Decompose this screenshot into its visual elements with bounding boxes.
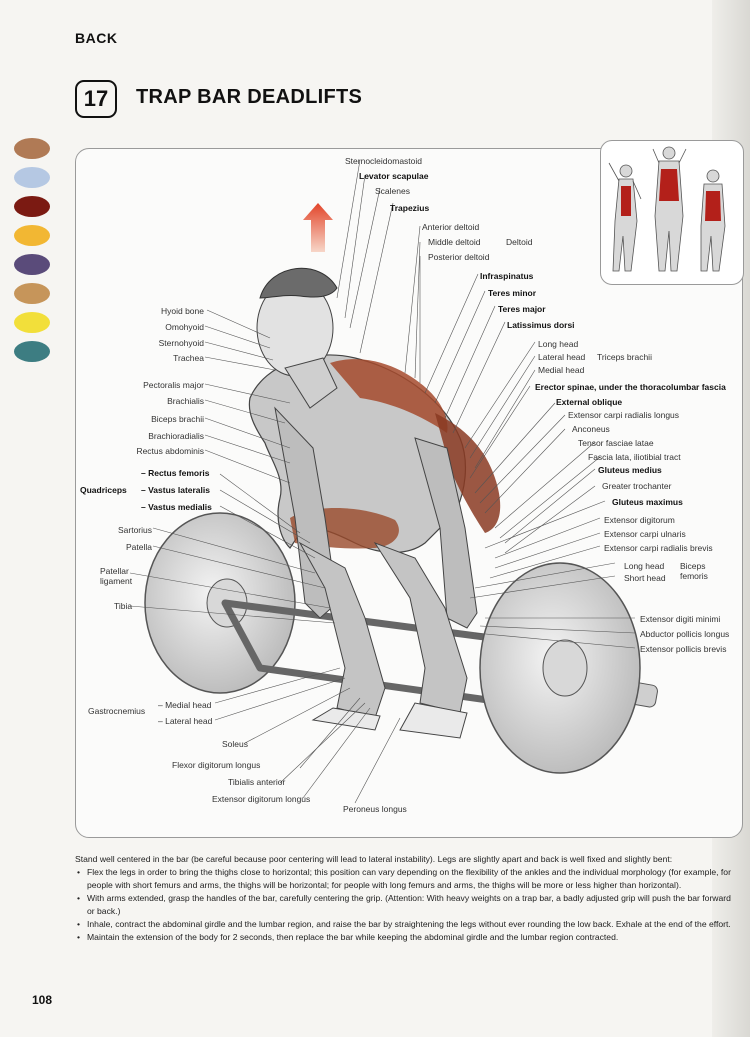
figure-thumbnail-icon (608, 146, 726, 272)
label-scalenes: Scalenes (375, 186, 410, 196)
label-anterior-deltoid: Anterior deltoid (422, 222, 480, 232)
label-tensor-fasciae-latae: Tensor fasciae latae (578, 438, 654, 448)
label-infraspinatus: Infraspinatus (480, 271, 534, 281)
label-biceps-brachii: Biceps brachii (151, 414, 204, 424)
label-extensor-digitorum: Extensor digitorum (604, 515, 675, 525)
label-teres-minor: Teres minor (488, 288, 537, 298)
exercise-instructions: Stand well centered in the bar (be caref… (75, 853, 740, 944)
label-ecu: Extensor carpi ulnaris (604, 529, 686, 539)
color-key-swatch (14, 283, 50, 304)
muscle-color-key (14, 138, 50, 370)
label-rectus-femoris: – Rectus femoris (141, 468, 210, 478)
label-peroneus-longus: Peroneus longus (343, 804, 407, 814)
instructions-intro: Stand well centered in the bar (be caref… (75, 854, 673, 864)
label-gluteus-maximus: Gluteus maximus (612, 497, 683, 507)
label-hyoid-bone: Hyoid bone (160, 306, 204, 316)
color-key-swatch (14, 254, 50, 275)
muscle-highlight-thumbnail (600, 140, 744, 285)
label-bf-short-head: Short head (624, 573, 666, 583)
instruction-step: Flex the legs in order to bring the thig… (77, 866, 740, 892)
page-number: 108 (32, 993, 53, 1007)
label-tibialis-anterior: Tibialis anterior (228, 777, 286, 787)
label-brachioradialis: Brachioradialis (148, 431, 204, 441)
label-extensor-digitorum-longus: Extensor digitorum longus (212, 794, 311, 804)
label-gluteus-medius: Gluteus medius (598, 465, 662, 475)
instruction-step: Maintain the extension of the body for 2… (77, 931, 740, 944)
label-gastrocnemius: Gastrocnemius (88, 706, 146, 716)
label-gastroc-lateral-head: – Lateral head (158, 716, 213, 726)
label-iliotibial-tract: Fascia lata, iliotibial tract (588, 452, 681, 462)
label-levator-scapulae: Levator scapulae (359, 171, 429, 181)
label-triceps-long-head: Long head (538, 339, 579, 349)
label-gastroc-medial-head: – Medial head (158, 700, 212, 710)
label-posterior-deltoid: Posterior deltoid (428, 252, 490, 262)
instruction-step: Inhale, contract the abdominal girdle an… (77, 918, 740, 931)
label-vastus-medialis: – Vastus medialis (141, 502, 212, 512)
label-sternohyoid: Sternohyoid (158, 338, 204, 348)
label-anconeus: Anconeus (572, 424, 610, 434)
label-triceps-medial-head: Medial head (538, 365, 585, 375)
color-key-swatch (14, 167, 50, 188)
instructions-steps: Flex the legs in order to bring the thig… (75, 866, 740, 944)
color-key-swatch (14, 138, 50, 159)
label-latissimus-dorsi: Latissimus dorsi (507, 320, 575, 330)
label-trapezius: Trapezius (390, 203, 430, 213)
label-omohyoid: Omohyoid (165, 322, 204, 332)
label-deltoid: Deltoid (506, 237, 533, 247)
label-bf-long-head: Long head (624, 561, 665, 571)
exercise-title: TRAP BAR DEADLIFTS (136, 86, 363, 108)
label-brachialis: Brachialis (167, 396, 204, 406)
label-external-oblique: External oblique (556, 397, 623, 407)
label-sartorius: Sartorius (117, 525, 152, 535)
label-triceps-lateral-head: Lateral head (538, 352, 586, 362)
section-label: BACK (75, 30, 118, 46)
label-extensor-digiti-minimi: Extensor digiti minimi (640, 614, 721, 624)
label-greater-trochanter: Greater trochanter (602, 481, 672, 491)
color-key-swatch (14, 341, 50, 362)
label-ecrl: Extensor carpi radialis longus (568, 410, 680, 420)
instruction-step: With arms extended, grasp the handles of… (77, 892, 740, 918)
color-key-swatch (14, 196, 50, 217)
label-erector-spinae: Erector spinae, under the thoracolumbar … (535, 382, 726, 392)
label-tibia: Tibia (114, 601, 133, 611)
label-vastus-lateralis: – Vastus lateralis (141, 485, 210, 495)
color-key-swatch (14, 312, 50, 333)
label-teres-major: Teres major (498, 304, 546, 314)
label-flexor-digitorum-longus: Flexor digitorum longus (172, 760, 261, 770)
label-abductor-pollicis-longus: Abductor pollicis longus (640, 629, 730, 639)
label-patellar-ligament: Patellar ligament (100, 566, 133, 586)
deadlift-anatomy-illustration (129, 159, 658, 804)
athlete-figure (248, 267, 501, 739)
label-patella: Patella (126, 542, 152, 552)
label-quadriceps: Quadriceps (80, 485, 127, 495)
label-triceps-brachii: Triceps brachii (597, 352, 652, 362)
label-rectus-abdominis: Rectus abdominis (136, 446, 204, 456)
label-biceps-femoris: Biceps femoris (680, 561, 708, 581)
label-ecrb: Extensor carpi radialis brevis (604, 543, 713, 553)
up-arrow-icon (303, 203, 333, 252)
label-middle-deltoid: Middle deltoid (428, 237, 481, 247)
label-extensor-pollicis-brevis: Extensor pollicis brevis (640, 644, 727, 654)
label-trachea: Trachea (173, 353, 204, 363)
label-soleus: Soleus (222, 739, 248, 749)
label-pectoralis-major: Pectoralis major (143, 380, 204, 390)
label-sternocleidomastoid: Sternocleidomastoid (345, 156, 423, 166)
exercise-number-badge: 17 (75, 80, 117, 118)
color-key-swatch (14, 225, 50, 246)
